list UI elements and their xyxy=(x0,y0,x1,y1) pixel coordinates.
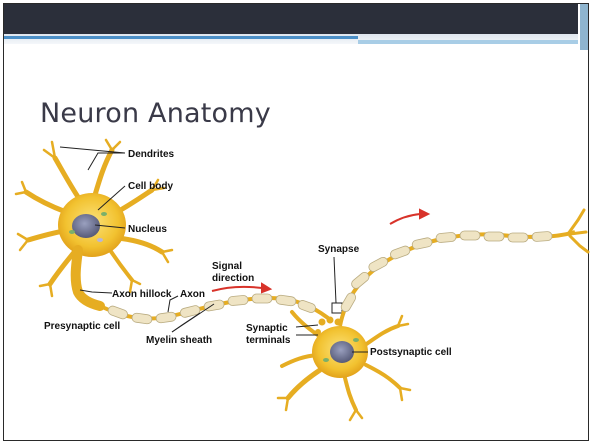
synapse-box xyxy=(332,303,342,313)
postsynaptic-nucleus xyxy=(330,341,354,363)
label-myelin-sheath: Myelin sheath xyxy=(146,335,212,346)
label-signal-line2: direction xyxy=(212,273,254,284)
label-axon: Axon xyxy=(180,289,205,300)
axon-hillock-shape xyxy=(76,250,100,306)
postsynaptic-axon-core xyxy=(340,232,575,326)
label-presynaptic-cell: Presynaptic cell xyxy=(44,321,120,332)
label-axon-hillock: Axon hillock xyxy=(112,289,172,300)
organelle xyxy=(69,230,75,234)
organelle xyxy=(353,338,359,342)
presynaptic-nucleus xyxy=(72,214,100,238)
organelle xyxy=(97,238,103,242)
label-nucleus: Nucleus xyxy=(128,224,167,235)
label-cell-body: Cell body xyxy=(128,181,173,192)
label-dendrites: Dendrites xyxy=(128,149,175,160)
label-synaptic-terminals-line1: Synaptic xyxy=(246,323,288,334)
axon-terminal-branches xyxy=(568,210,588,252)
label-synapse: Synapse xyxy=(318,244,360,255)
label-synaptic-terminals-line2: terminals xyxy=(246,335,291,346)
label-postsynaptic-cell: Postsynaptic cell xyxy=(370,347,452,358)
organelle xyxy=(323,358,329,362)
organelle xyxy=(101,212,107,216)
label-signal-line1: Signal xyxy=(212,261,242,272)
